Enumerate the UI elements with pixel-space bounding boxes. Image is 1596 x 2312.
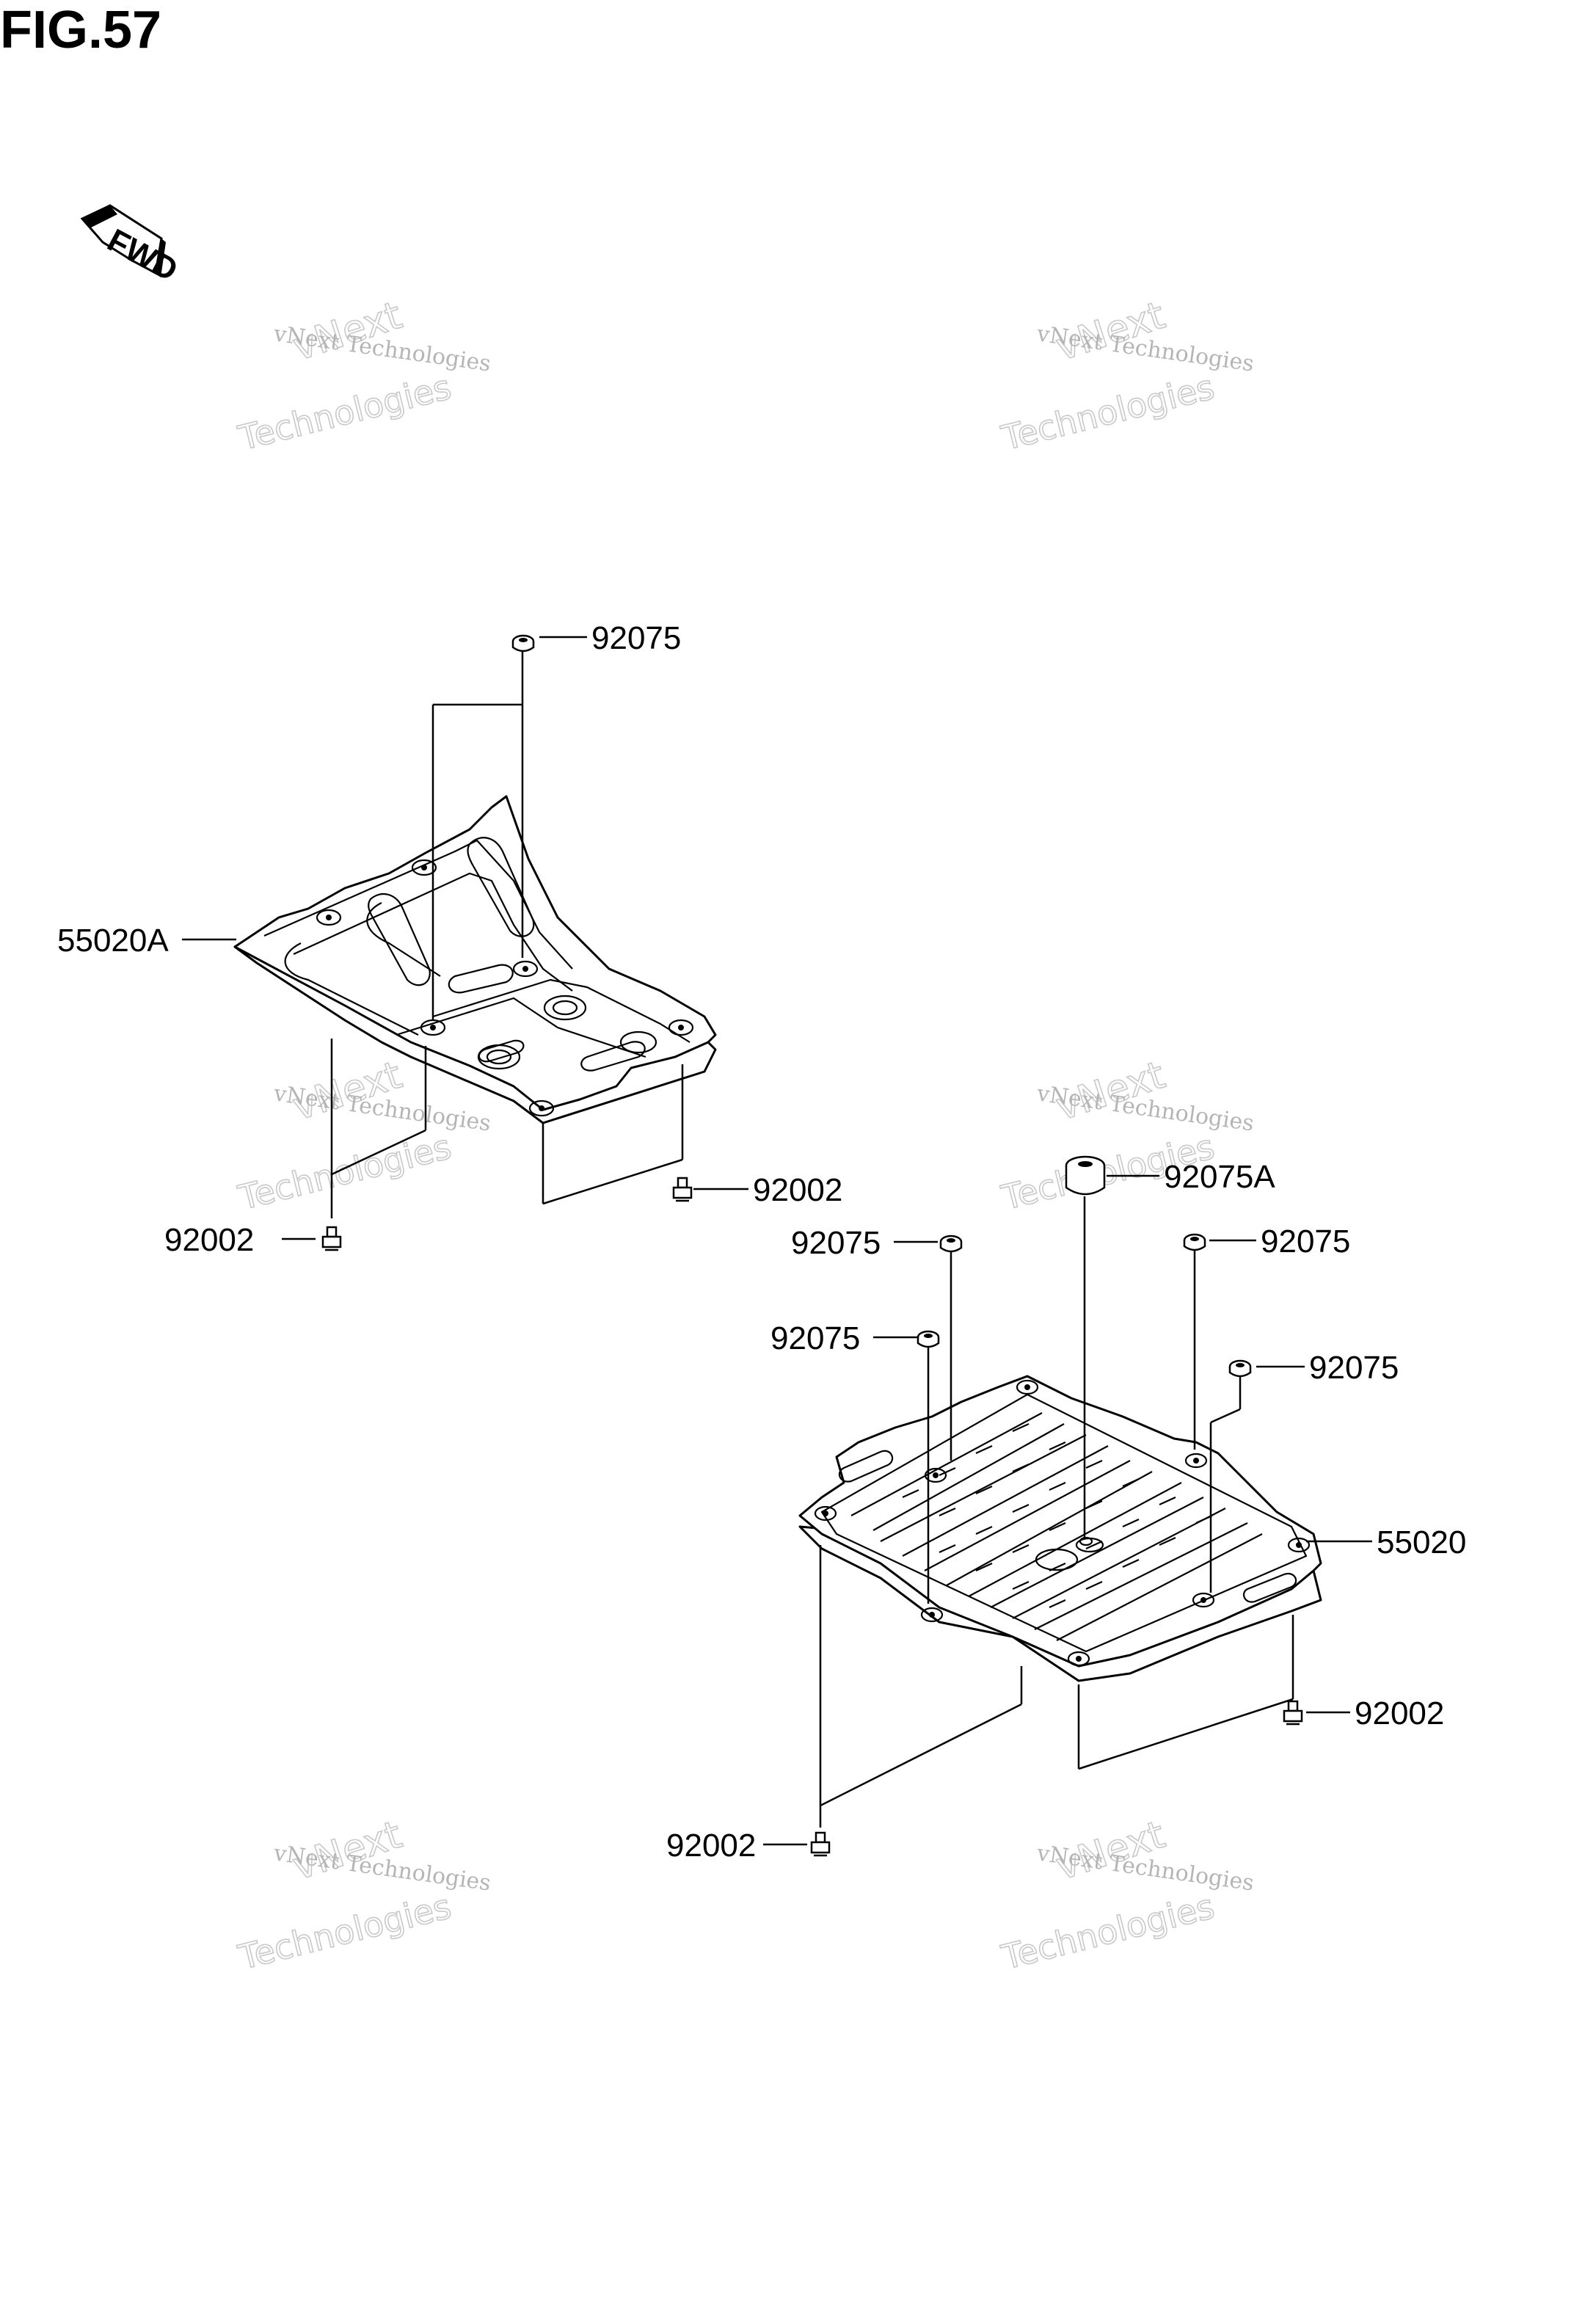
svg-text:Technologies: Technologies: [234, 1886, 455, 1977]
watermark-top-right: vNext vNext Technologies Technologies: [996, 293, 1256, 459]
lower-collar-b-icon: [917, 1330, 940, 1348]
callout-lower-collar-a: 92075: [791, 1225, 881, 1261]
callout-lower-bolt-right: 92002: [1355, 1695, 1444, 1731]
callout-upper-bolt-left: 92002: [164, 1222, 254, 1258]
callout-upper-part: 55020A: [57, 923, 169, 959]
lower-collar-d-icon: [1228, 1359, 1252, 1378]
upper-bolt-right-icon: [672, 1177, 693, 1202]
watermark-bottom-right: vNext vNext Technologies Technologies: [996, 1812, 1256, 1978]
svg-text:Technologies: Technologies: [234, 1127, 455, 1218]
callout-lower-bolt-left: 92002: [666, 1828, 756, 1864]
lower-collar-a-icon: [939, 1235, 963, 1253]
watermark-mid-left: vNext vNext Technologies Technologies: [233, 1053, 492, 1218]
watermark-bottom-left: vNext vNext Technologies Technologies: [233, 1812, 492, 1978]
lower-leader-lines: [763, 1174, 1372, 1846]
upper-leader-lines: [182, 636, 748, 1240]
callout-lower-collar-c: 92075: [1261, 1224, 1350, 1259]
callout-upper-collar: 92075: [591, 620, 681, 656]
svg-text:Technologies: Technologies: [997, 1886, 1218, 1977]
skid-plate-55020: [798, 1375, 1322, 1682]
upper-collar-92075-icon: [511, 634, 535, 652]
fwd-arrow-icon: FWD: [80, 204, 183, 288]
callout-upper-bolt-right: 92002: [753, 1172, 842, 1208]
callout-lower-collar-b: 92075: [770, 1320, 860, 1356]
callout-lower-collar-big: 92075A: [1164, 1159, 1275, 1195]
figure-title: FIG.57: [0, 1, 161, 59]
upper-bolt-left-icon: [321, 1226, 342, 1251]
callout-lower-part: 55020: [1377, 1524, 1466, 1560]
svg-text:Technologies: Technologies: [234, 367, 455, 458]
lower-bolt-left-icon: [810, 1831, 831, 1857]
callout-lower-collar-d: 92075: [1309, 1350, 1399, 1386]
lower-collar-c-icon: [1183, 1233, 1206, 1251]
skid-plate-55020a: [233, 795, 717, 1124]
watermark-top-left: vNext vNext Technologies Technologies: [233, 293, 492, 459]
svg-text:Technologies: Technologies: [997, 367, 1218, 458]
lower-collar-92075a-icon: [1065, 1155, 1106, 1196]
lower-bolt-right-icon: [1283, 1700, 1303, 1726]
